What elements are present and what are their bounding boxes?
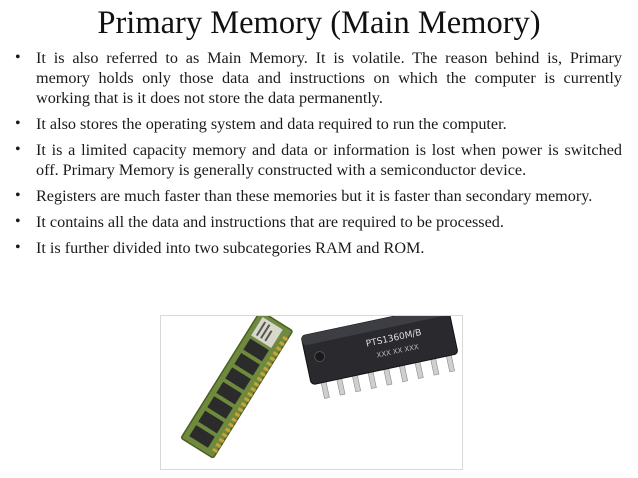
memory-hardware-illustration: PTS1360M/B XXX XX XXX [181, 316, 458, 459]
bullet-marker: • [15, 239, 21, 256]
bullet-text: It also stores the operating system and … [36, 115, 507, 133]
bullet-item: • It contains all the data and instructi… [14, 212, 622, 232]
bullet-text: It is also referred to as Main Memory. I… [36, 49, 622, 107]
bullet-item: • It also stores the operating system an… [14, 114, 622, 134]
bullet-text: It is further divided into two subcatego… [36, 239, 425, 257]
bullet-text: It contains all the data and instruction… [36, 213, 504, 231]
ram-module-icon [181, 316, 293, 459]
slide-title: Primary Memory (Main Memory) [97, 5, 541, 41]
bullet-item: • Registers are much faster than these m… [14, 186, 622, 206]
bullet-text: Registers are much faster than these mem… [36, 187, 593, 205]
bullet-item: • It is further divided into two subcate… [14, 238, 622, 258]
bullet-marker: • [15, 141, 21, 158]
bullet-item: • It is a limited capacity memory and da… [14, 140, 622, 180]
bullet-marker: • [15, 115, 21, 132]
bullet-marker: • [15, 187, 21, 204]
ic-chip-icon: PTS1360M/B XXX XX XXX [301, 316, 458, 399]
bullet-text: It is a limited capacity memory and data… [36, 141, 622, 179]
memory-hardware-image: PTS1360M/B XXX XX XXX [160, 315, 463, 470]
bullet-marker: • [15, 213, 21, 230]
bullet-item: • It is also referred to as Main Memory.… [14, 48, 622, 108]
bullet-marker: • [15, 49, 21, 66]
bullet-list: • It is also referred to as Main Memory.… [14, 48, 622, 264]
